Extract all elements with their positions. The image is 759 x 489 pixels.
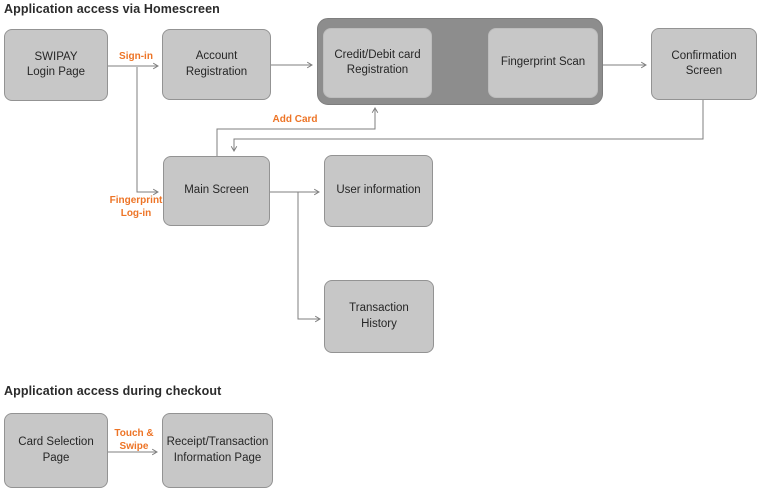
node-confirmation-screen: Confirmation Screen <box>651 28 757 100</box>
node-fingerprint-scan: Fingerprint Scan <box>488 28 598 98</box>
edge-label-add-card: Add Card <box>272 114 318 125</box>
edge-label-touch-swipe: Touch & Swipe <box>114 428 154 452</box>
edge-main-to-transaction-line <box>297 192 321 323</box>
edge-label-fingerprint-log-in: Fingerprint Log-in <box>109 195 163 219</box>
edge-add-card-line <box>216 107 379 156</box>
node-user-information: User information <box>324 155 433 227</box>
section-title-homescreen: Application access via Homescreen <box>4 2 220 16</box>
node-card-selection-page: Card Selection Page <box>4 413 108 488</box>
section-title-checkout: Application access during checkout <box>4 384 222 398</box>
node-transaction-history: Transaction History <box>324 280 434 353</box>
edge-confirmation-to-main-line <box>230 100 704 152</box>
edge-label-sign-in: Sign-in <box>119 51 153 62</box>
node-main-screen: Main Screen <box>163 156 270 226</box>
node-swipay-login-page: SWIPAY Login Page <box>4 29 108 101</box>
edge-fingerprint-login-line <box>136 67 159 196</box>
node-receipt-transaction-information-page: Receipt/Transaction Information Page <box>162 413 273 488</box>
node-account-registration: Account Registration <box>162 29 271 100</box>
node-credit-debit-card-registration: Credit/Debit card Registration <box>323 28 432 98</box>
